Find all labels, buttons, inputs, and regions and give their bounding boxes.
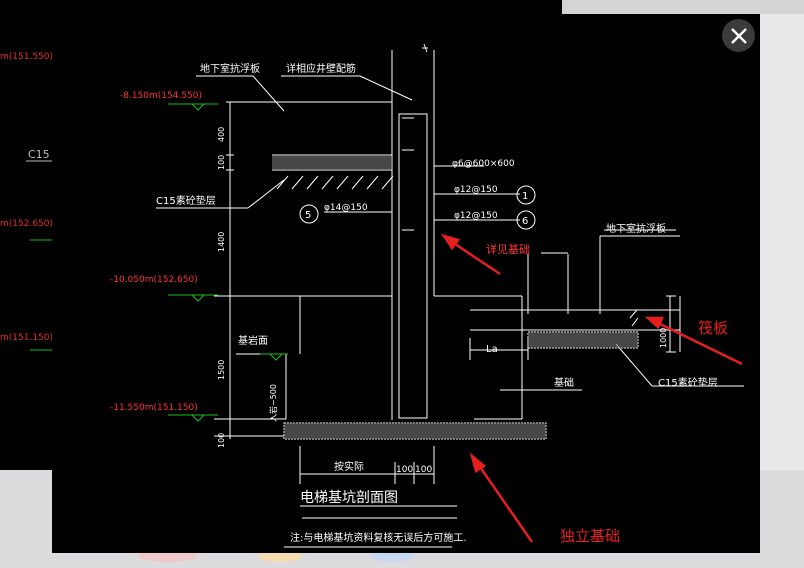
circle-1-label: 1 <box>522 191 528 202</box>
label-c15-right: C15素砼垫层 <box>658 376 718 389</box>
annotation-isolated-footing: 独立基础 <box>560 527 620 545</box>
label-see-foundation: 详见基础 <box>486 242 530 256</box>
drawing-note: 注:与电梯基坑资料复核无误后方可施工. <box>290 531 467 544</box>
label-elevation-3: -11.550m(151.150) <box>110 403 198 413</box>
label-rock-surface: 基岩面 <box>238 334 268 347</box>
dim-1400: 1400 <box>217 232 226 252</box>
background-top-strip <box>562 0 804 14</box>
bg-label-3: m(152.650) <box>0 219 53 229</box>
circle-6-label: 6 <box>522 216 528 227</box>
dim-100-bottom: 100 <box>217 433 226 448</box>
dim-right: 1000 <box>659 328 668 348</box>
circle-5-label: 5 <box>305 210 311 221</box>
close-button[interactable] <box>722 19 755 52</box>
label-see-wall-reinforcement: 详相应井壁配筋 <box>286 62 356 75</box>
dim-slope: 入岩~500 <box>268 384 278 422</box>
cad-drawing: 地下室抗浮板 详相应井壁配筋 -8.150m(154.550) -10.050m… <box>110 43 744 548</box>
label-slab-top-right: 地下室抗浮板 <box>606 222 666 235</box>
label-elevation-2: -10.050m(152.650) <box>110 275 198 285</box>
label-rebar-2: φ12@150 <box>454 211 498 221</box>
dim-100-d: 100 <box>415 465 432 475</box>
bg-label-2: C15 <box>28 148 50 161</box>
label-foundation: 基础 <box>554 376 574 389</box>
dim-100-c: 100 <box>396 465 413 475</box>
label-rebar-5: φ14@150 <box>324 203 368 213</box>
bg-label-4: m(151.150) <box>0 333 53 343</box>
label-rebar-stirrup: φ6@600×600 <box>452 159 515 169</box>
dim-1500: 1500 <box>217 360 226 380</box>
label-elevation-1: -8.150m(154.550) <box>120 91 202 101</box>
dim-100-top: 100 <box>217 155 226 170</box>
label-slab-top-left: 地下室抗浮板 <box>200 62 260 75</box>
close-icon <box>730 27 747 44</box>
drawing-title: 电梯基坑剖面图 <box>300 489 398 506</box>
label-rebar-1: φ12@150 <box>454 185 498 195</box>
annotation-raft: 筏板 <box>698 319 728 337</box>
label-by-actual: 按实际 <box>334 460 364 473</box>
label-c15-left: C15素砼垫层 <box>156 194 216 207</box>
image-viewer: 地下室抗浮板 详相应井壁配筋 -8.150m(154.550) -10.050m… <box>52 14 760 553</box>
label-la: La <box>486 344 498 355</box>
dim-400: 400 <box>217 127 226 142</box>
bg-label-1: m(151.550) <box>0 52 53 62</box>
